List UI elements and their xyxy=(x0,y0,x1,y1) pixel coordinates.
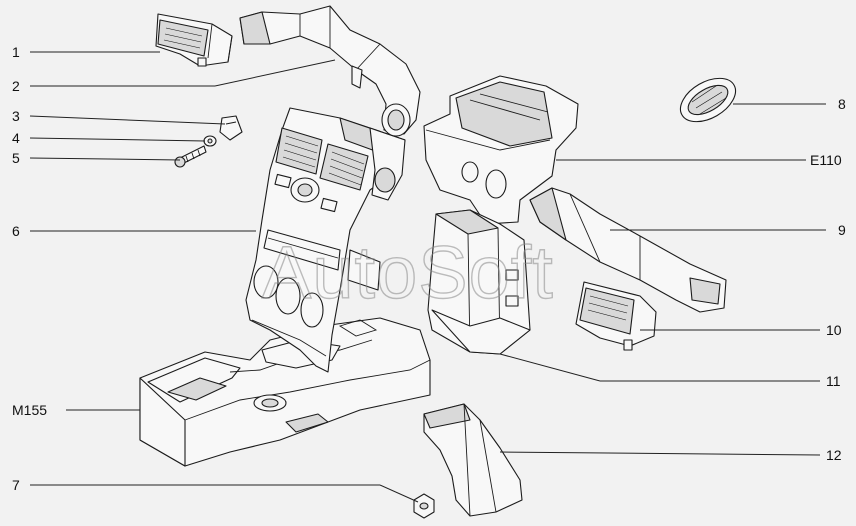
callout-labels: 1 2 3 4 5 6 M155 7 8 E110 9 10 11 12 xyxy=(12,44,846,493)
callout-9: 9 xyxy=(838,222,846,238)
watermark-text: AutoSoft xyxy=(262,231,554,314)
oval-vent-grille-8 xyxy=(679,77,737,123)
callout-5: 5 xyxy=(12,150,20,166)
heater-housing-e110 xyxy=(423,75,579,225)
callout-7: 7 xyxy=(12,477,20,493)
air-duct-2 xyxy=(239,5,421,137)
side-vent-nozzle-10 xyxy=(575,281,657,351)
air-distribution-duct-11 xyxy=(427,209,531,355)
callout-m155: M155 xyxy=(12,402,47,418)
lower-floor-duct-12 xyxy=(423,403,523,517)
washer-4 xyxy=(203,135,217,147)
callout-6: 6 xyxy=(12,223,20,239)
center-console-panel-6 xyxy=(245,107,406,373)
callout-3: 3 xyxy=(12,108,20,124)
callout-8: 8 xyxy=(838,96,846,112)
callout-4: 4 xyxy=(12,130,20,146)
callout-11: 11 xyxy=(826,373,841,389)
side-air-duct-9 xyxy=(529,187,727,313)
callout-10: 10 xyxy=(826,322,842,338)
callout-2: 2 xyxy=(12,78,20,94)
callout-e110: E110 xyxy=(810,152,842,168)
callout-12: 12 xyxy=(826,447,842,463)
leader-lines xyxy=(29,51,826,503)
air-vent-nozzle-1 xyxy=(155,13,233,67)
screw-5 xyxy=(174,145,207,168)
callout-1: 1 xyxy=(12,44,20,60)
nut-7 xyxy=(413,493,435,519)
clip-3 xyxy=(219,115,243,141)
